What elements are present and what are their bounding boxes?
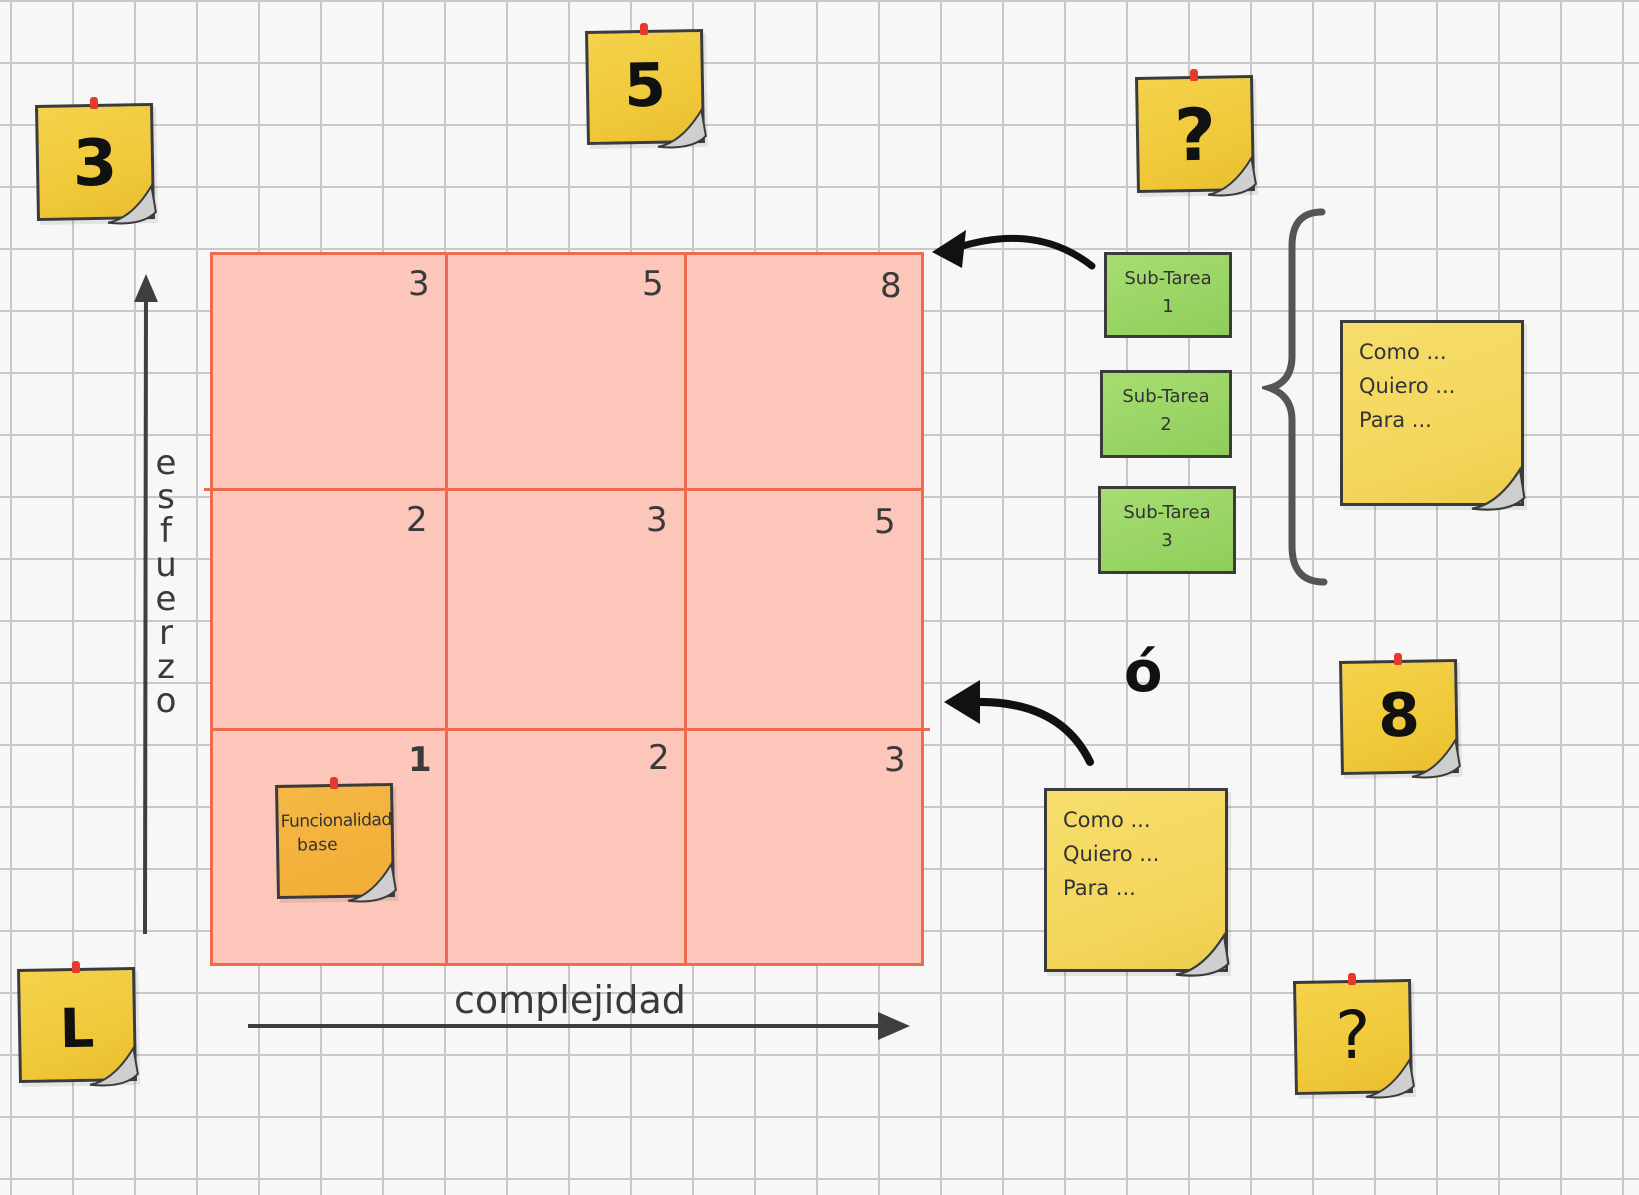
- page-curl-icon: [1471, 466, 1526, 511]
- sticky-note-5: 5: [585, 22, 707, 149]
- subtask-title: Sub-Tarea: [1123, 502, 1211, 523]
- subtask-title: Sub-Tarea: [1124, 268, 1212, 289]
- y-axis-letter: s: [157, 477, 175, 517]
- user-story-note: Como ... Quiero ... Para ...: [1340, 320, 1526, 511]
- page-curl-icon: [1175, 932, 1230, 977]
- matrix-cell-value: 3: [646, 500, 668, 540]
- matrix-border-bottom: [210, 963, 924, 966]
- y-axis-letter: f: [160, 511, 172, 551]
- estimation-matrix: 3 5 8 2 3 5 1 2 3 Funcionalidad base: [204, 252, 930, 966]
- pin-icon: [71, 960, 81, 974]
- subtask-card: Sub-Tarea 2: [1100, 370, 1232, 458]
- user-story-line: Quiero ...: [1063, 842, 1160, 866]
- matrix-gridline: [210, 728, 930, 731]
- x-axis-arrow: [248, 1012, 910, 1040]
- y-axis-letter: e: [155, 579, 177, 619]
- matrix-cell-value: 3: [408, 264, 430, 304]
- page-curl-icon: [347, 861, 397, 903]
- curved-arrow-top: [932, 230, 1096, 270]
- pin-icon: [89, 96, 99, 110]
- y-axis-letter: e: [155, 443, 177, 483]
- page-curl-icon: [1411, 737, 1461, 779]
- matrix-cell-value: 2: [406, 500, 428, 540]
- matrix-gridline: [204, 488, 924, 491]
- user-story-line: Quiero ...: [1359, 374, 1456, 398]
- page-curl-icon: [107, 183, 157, 225]
- user-story-line: Como ...: [1063, 808, 1151, 832]
- sticky-note-question-bottom: ?: [1293, 972, 1415, 1099]
- subtask-card: Sub-Tarea 1: [1104, 252, 1232, 338]
- pin-icon: [1393, 652, 1403, 666]
- base-functionality-note: Funcionalidad base: [275, 776, 397, 903]
- user-story-line: Como ...: [1359, 340, 1447, 364]
- user-story-line: Para ...: [1359, 408, 1432, 432]
- y-axis-label: e s f u e r z o: [148, 446, 184, 718]
- y-axis-letter: r: [159, 613, 173, 653]
- base-note-line: Funcionalidad: [280, 810, 392, 832]
- subtask-title: Sub-Tarea: [1122, 386, 1210, 407]
- sticky-note-l: L: [17, 960, 139, 1087]
- matrix-cell-value: 2: [648, 738, 670, 778]
- matrix-border-left: [210, 252, 213, 966]
- base-note-line: base: [296, 834, 338, 856]
- matrix-gridline: [684, 252, 687, 966]
- matrix-gridline: [445, 252, 448, 966]
- pin-icon: [1189, 68, 1199, 82]
- user-story-line: Para ...: [1063, 876, 1136, 900]
- page-curl-icon: [657, 107, 707, 149]
- curly-brace: [1262, 208, 1328, 586]
- page-curl-icon: [89, 1045, 139, 1087]
- matrix-cell-value: 1: [408, 740, 432, 780]
- y-axis-letter: u: [155, 545, 177, 585]
- subtask-number: 1: [1162, 296, 1174, 317]
- pin-icon: [639, 22, 649, 36]
- matrix-cell-value: 5: [642, 264, 664, 304]
- pin-icon: [329, 776, 339, 790]
- sticky-note-question-top: ?: [1134, 68, 1257, 197]
- y-axis-arrow: [134, 274, 158, 935]
- matrix-cell-value: 5: [874, 502, 896, 542]
- matrix-cell-value: 3: [884, 740, 906, 780]
- subtask-number: 2: [1160, 414, 1172, 435]
- pin-icon: [1347, 972, 1357, 986]
- x-axis-label: complejidad: [454, 978, 686, 1022]
- curved-arrow-bottom: [944, 680, 1094, 766]
- sticky-note-8: 8: [1339, 652, 1461, 779]
- matrix-border-top: [210, 252, 924, 255]
- sticky-note-3: 3: [34, 96, 157, 225]
- matrix-border-right: [921, 252, 924, 966]
- subtask-card: Sub-Tarea 3: [1098, 486, 1236, 574]
- subtask-number: 3: [1161, 530, 1173, 551]
- page-curl-icon: [1207, 155, 1257, 197]
- y-axis-letter: o: [155, 681, 177, 721]
- matrix-cell-value: 8: [880, 266, 902, 306]
- y-axis-letter: z: [157, 647, 175, 687]
- user-story-note: Como ... Quiero ... Para ...: [1044, 788, 1230, 977]
- page-curl-icon: [1365, 1057, 1415, 1099]
- or-connector: ó: [1124, 640, 1163, 705]
